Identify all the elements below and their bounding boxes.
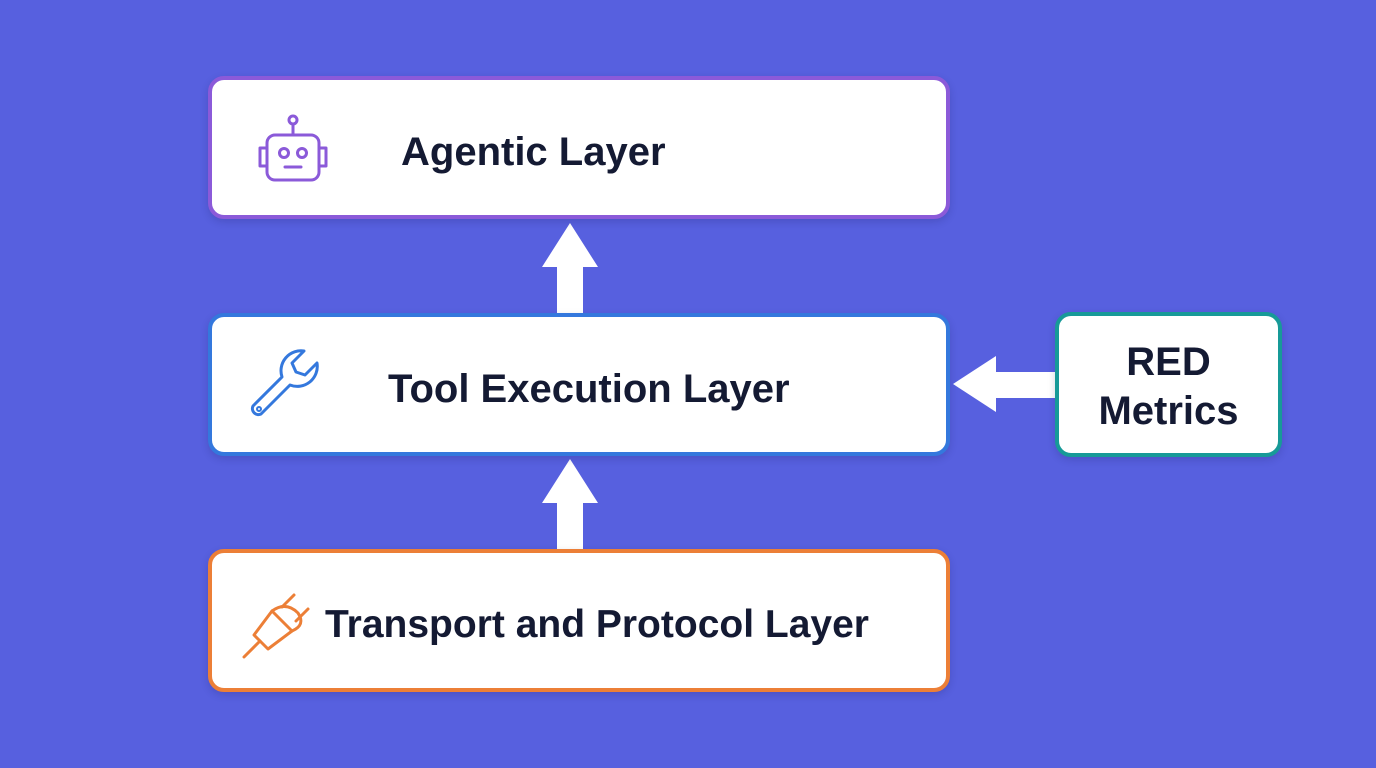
robot-icon [258,114,328,182]
arrow-red-to-tool [953,356,1055,412]
red-metrics-line2: Metrics [1098,389,1239,433]
plug-icon [242,593,310,659]
transport-protocol-layer-label: Transport and Protocol Layer [325,603,869,646]
red-metrics-line1: RED [1126,340,1211,384]
agentic-layer-box: Agentic Layer [208,76,950,219]
tool-execution-layer-box: Tool Execution Layer [208,313,950,456]
arrow-transport-to-tool [542,459,598,549]
red-metrics-label: RED Metrics [1059,338,1278,436]
arrow-tool-to-agentic [542,223,598,313]
red-metrics-box: RED Metrics [1055,312,1282,457]
agentic-layer-label: Agentic Layer [401,130,666,174]
tool-execution-layer-label: Tool Execution Layer [388,367,790,411]
transport-protocol-layer-box: Transport and Protocol Layer [208,549,950,692]
wrench-icon [250,349,319,417]
